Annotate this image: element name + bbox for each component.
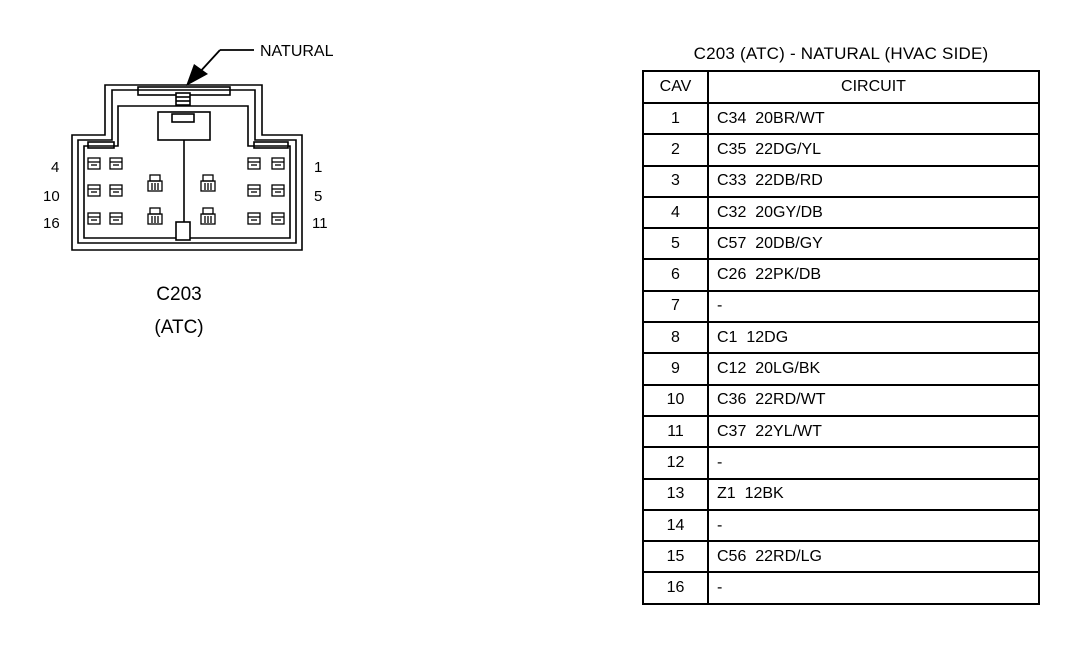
circuit-cell: C56 22RD/LG [707, 540, 1040, 574]
terminal [271, 212, 285, 225]
connector-housing-inner [77, 89, 297, 244]
circuit-cell: Z1 12BK [707, 477, 1040, 511]
terminal [87, 184, 101, 197]
circuit-cell: C37 22YL/WT [707, 414, 1040, 449]
table-row: 16- [642, 571, 1040, 605]
connector-cavity-frame [83, 105, 291, 239]
terminal [200, 207, 216, 225]
cav-cell: 3 [642, 164, 709, 198]
connector-subname: (ATC) [154, 317, 203, 338]
terminal [247, 212, 261, 225]
table-row: 12- [642, 446, 1040, 480]
terminal [109, 212, 123, 225]
terminal-group [87, 157, 285, 225]
circuit-cell: C12 20LG/BK [707, 352, 1040, 386]
callout-arrow-icon [186, 64, 208, 86]
cav-cell: 10 [642, 383, 709, 417]
terminal [87, 157, 101, 170]
circuit-cell: C57 20DB/GY [707, 227, 1040, 261]
connector-housing-outline [71, 84, 303, 251]
cav-cell: 16 [642, 571, 709, 605]
cav-cell: 12 [642, 446, 709, 480]
cavity-label-1: 1 [314, 159, 322, 176]
terminal [147, 207, 163, 225]
circuit-cell: - [707, 289, 1040, 324]
terminal [200, 174, 216, 192]
terminal [271, 184, 285, 197]
cavity-label-5: 5 [314, 188, 322, 205]
circuit-cell: - [707, 508, 1040, 543]
cav-cell: 2 [642, 133, 709, 167]
circuit-cell: - [707, 446, 1040, 480]
terminal [147, 174, 163, 192]
cavity-label-4: 4 [51, 159, 59, 176]
cav-cell: 5 [642, 227, 709, 261]
terminal [247, 184, 261, 197]
circuit-cell: C1 12DG [707, 321, 1040, 355]
connector-key [175, 221, 191, 241]
table-row: 14- [642, 508, 1040, 543]
terminal [247, 157, 261, 170]
table-title: C203 (ATC) - NATURAL (HVAC SIDE) [693, 44, 989, 63]
cav-cell: 8 [642, 321, 709, 355]
circuit-cell: C34 20BR/WT [707, 101, 1040, 136]
terminal [271, 157, 285, 170]
cav-cell: 14 [642, 508, 709, 543]
cav-cell: 1 [642, 101, 709, 136]
circuit-cell: C33 22DB/RD [707, 164, 1040, 198]
header-cav: CAV [642, 70, 709, 104]
terminal [87, 212, 101, 225]
terminal [109, 157, 123, 170]
cav-cell: 13 [642, 477, 709, 511]
cav-cell: 4 [642, 195, 709, 230]
cav-cell: 9 [642, 352, 709, 386]
connector-name: C203 [156, 284, 201, 305]
cavity-label-11: 11 [312, 215, 328, 232]
circuit-cell: C36 22RD/WT [707, 383, 1040, 417]
table-header-row: CAV CIRCUIT [642, 70, 1040, 104]
cav-cell: 15 [642, 540, 709, 574]
circuit-cell: C26 22PK/DB [707, 258, 1040, 292]
circuit-cell: C32 20GY/DB [707, 195, 1040, 230]
connector-diagram: NATURAL 4 10 16 1 5 11 C203 (ATC) [43, 43, 334, 338]
terminal [109, 184, 123, 197]
connector-center-lock [157, 111, 211, 141]
cavity-label-16: 16 [43, 215, 60, 232]
cav-cell: 7 [642, 289, 709, 324]
circuit-cell: C35 22DG/YL [707, 133, 1040, 167]
cav-cell: 6 [642, 258, 709, 292]
circuit-cell: - [707, 571, 1040, 605]
cavity-label-10: 10 [43, 188, 60, 205]
table-row: 7- [642, 289, 1040, 324]
header-circuit: CIRCUIT [707, 70, 1040, 104]
cav-cell: 11 [642, 414, 709, 449]
callout-label: NATURAL [260, 43, 334, 60]
